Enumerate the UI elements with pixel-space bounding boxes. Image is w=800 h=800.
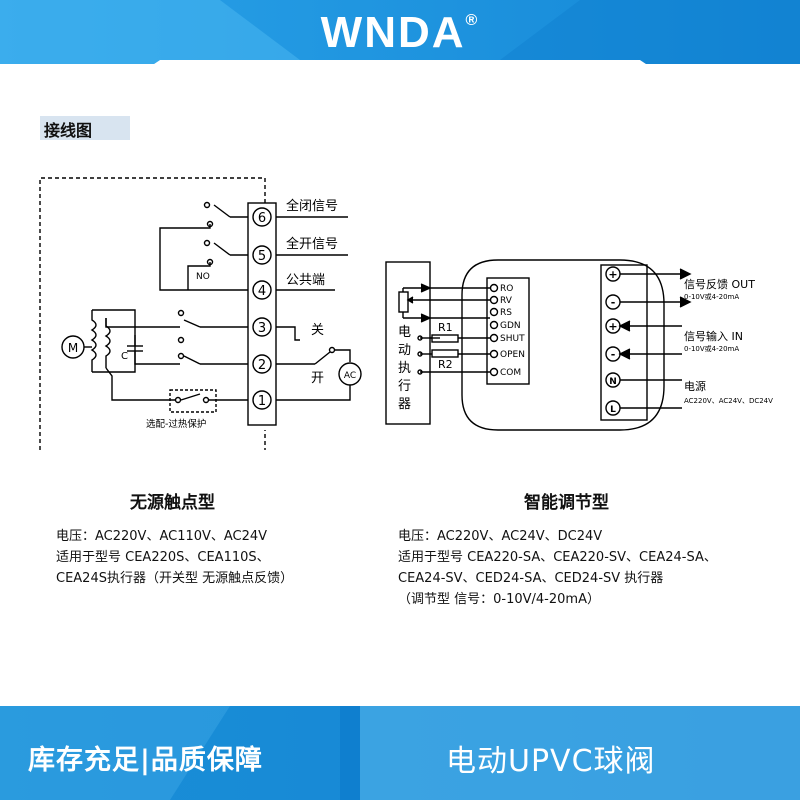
terminal-circle-6 bbox=[252, 207, 272, 227]
passive-title: 无源触点型 bbox=[130, 493, 215, 513]
pin-com: COM bbox=[500, 368, 521, 378]
pin-open: OPEN bbox=[500, 350, 525, 360]
terminal-in-minus: - bbox=[611, 348, 616, 361]
power-label: 电源 bbox=[684, 379, 706, 393]
pin-gdn: GDN bbox=[500, 321, 521, 331]
passive-spec: 电压：AC220V、AC110V、AC24V 适用于型号 CEA220S、CEA… bbox=[56, 526, 293, 589]
terminal-number-3: 3 bbox=[258, 321, 266, 336]
label-open: 开 bbox=[311, 371, 324, 386]
passive-spec-line-3: CEA24S执行器（开关型 无源触点反馈） bbox=[56, 571, 294, 586]
actuator-char-5: 器 bbox=[398, 397, 411, 412]
label-motor: M bbox=[68, 341, 78, 355]
terminal-out-plus: + bbox=[608, 268, 617, 281]
terminal-circle-5 bbox=[252, 245, 272, 265]
actuator-char-2: 动 bbox=[398, 343, 411, 358]
terminal-in-plus: + bbox=[608, 320, 617, 333]
pin-rv: RV bbox=[500, 296, 513, 306]
signal-out-label: 信号反馈 OUT bbox=[684, 278, 755, 291]
terminal-number-5: 5 bbox=[258, 249, 266, 264]
terminal-number-2: 2 bbox=[258, 358, 266, 373]
resistor-r2 bbox=[431, 349, 459, 358]
terminal-n: N bbox=[609, 377, 617, 387]
smart-spec-line-2: 适用于型号 CEA220-SA、CEA220-SV、CEA24-SA、 bbox=[398, 550, 717, 565]
terminal-l: L bbox=[610, 405, 616, 415]
label-no: NO bbox=[196, 272, 210, 282]
terminal-out-minus: - bbox=[611, 296, 616, 309]
actuator-char-1: 电 bbox=[398, 325, 411, 340]
label-overheat: 选配-过热保护 bbox=[146, 418, 206, 430]
controller-pin-block bbox=[486, 277, 530, 385]
terminal-number-1: 1 bbox=[258, 394, 266, 409]
signal-out-range: 0-10V或4-20mA bbox=[684, 292, 739, 301]
section-label: 接线图 bbox=[44, 121, 93, 140]
smart-spec-line-3: CEA24-SV、CED24-SA、CED24-SV 执行器 bbox=[398, 571, 664, 586]
smart-spec-line-1: 电压：AC220V、AC24V、DC24V bbox=[398, 529, 603, 544]
actuator-char-4: 行 bbox=[398, 379, 411, 394]
potentiometer bbox=[398, 291, 409, 313]
ac-source bbox=[338, 362, 362, 386]
power-range: AC220V、AC24V、DC24V bbox=[684, 397, 773, 405]
footer-banner bbox=[0, 706, 800, 800]
signal-full-close: 全闭信号 bbox=[286, 198, 338, 214]
signal-common: 公共端 bbox=[286, 273, 325, 288]
passive-spec-line-1: 电压：AC220V、AC110V、AC24V bbox=[56, 529, 268, 544]
signal-in-range: 0-10V或4-20mA bbox=[684, 344, 739, 353]
terminal-number-6: 6 bbox=[258, 211, 266, 226]
brand-logo: WNDA® bbox=[320, 8, 480, 57]
wiring-diagram: 6 5 4 3 2 1 全闭信号 全开信号 公共端 关 开 M AC C NO … bbox=[39, 177, 773, 450]
terminal-circle-4 bbox=[252, 280, 272, 300]
signal-in-label: 信号输入 IN bbox=[684, 329, 743, 343]
label-capacitor: C bbox=[121, 351, 128, 362]
terminal-strip bbox=[247, 202, 277, 426]
actuator-char-3: 执 bbox=[398, 361, 411, 376]
footer-left-text: 库存充足|品质保障 bbox=[28, 745, 263, 776]
label-ac: AC bbox=[344, 371, 356, 381]
passive-dashed-boundary bbox=[39, 177, 266, 450]
label-r1: R1 bbox=[438, 321, 453, 334]
label-r2: R2 bbox=[438, 358, 453, 371]
signal-full-open: 全开信号 bbox=[286, 236, 338, 252]
terminal-number-4: 4 bbox=[258, 284, 266, 299]
footer-right-text: 电动UPVC球阀 bbox=[446, 744, 656, 779]
pin-ro: RO bbox=[500, 284, 513, 294]
terminal-circle-2 bbox=[252, 354, 272, 374]
label-close: 关 bbox=[311, 323, 324, 338]
passive-spec-line-2: 适用于型号 CEA220S、CEA110S、 bbox=[56, 550, 270, 565]
actuator-box bbox=[385, 261, 431, 425]
terminal-circle-1 bbox=[252, 390, 272, 410]
footer-banner-shape bbox=[0, 706, 800, 800]
terminal-circle-3 bbox=[252, 317, 272, 337]
controller-housing bbox=[461, 259, 665, 431]
header-banner-shape bbox=[0, 0, 800, 64]
smart-spec-line-4: （调节型 信号：0-10V/4-20mA） bbox=[398, 592, 600, 607]
pin-rs: RS bbox=[500, 308, 512, 318]
controller-terminal-block bbox=[600, 264, 648, 421]
overheat-box bbox=[169, 389, 217, 413]
smart-spec: 电压：AC220V、AC24V、DC24V 适用于型号 CEA220-SA、CE… bbox=[398, 526, 717, 610]
smart-title: 智能调节型 bbox=[524, 493, 609, 513]
pin-shut: SHUT bbox=[500, 334, 525, 344]
header-banner: WNDA® bbox=[0, 0, 800, 72]
section-tag-bg bbox=[40, 116, 130, 140]
